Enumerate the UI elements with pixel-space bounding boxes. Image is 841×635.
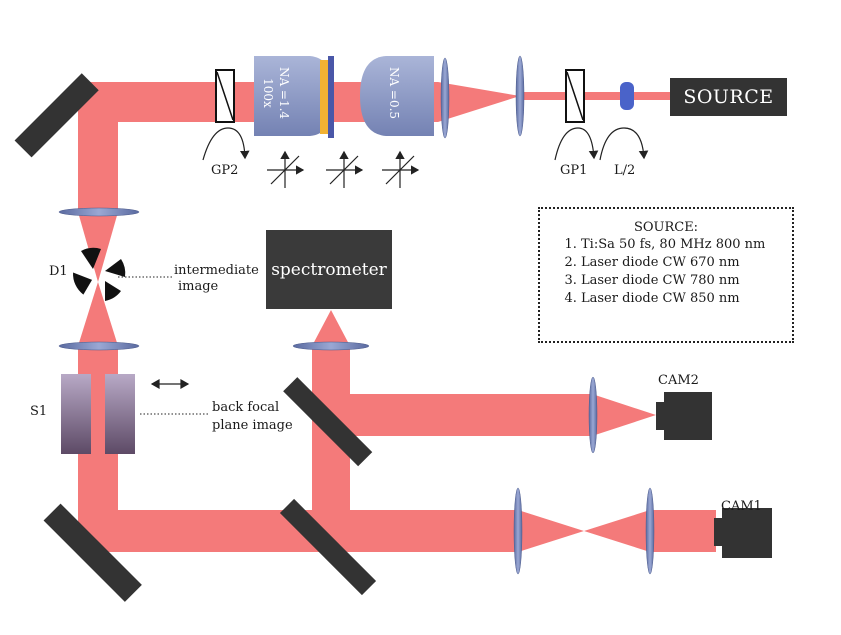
lens-spectrometer xyxy=(292,341,370,351)
legend-item-4: Laser diode CW 850 nm xyxy=(581,290,792,308)
lenses xyxy=(58,55,655,575)
beam-bottom-diverge xyxy=(584,510,650,552)
beam-bottom-converge xyxy=(518,510,584,552)
glan-polarizer-gp2 xyxy=(215,69,235,123)
label-intermediate-line1: intermediate xyxy=(174,263,259,278)
objective-right xyxy=(360,56,434,136)
beam-focus-top xyxy=(78,212,118,282)
gp1-rotation-arrow xyxy=(554,127,599,161)
spectrometer-box: spectrometer xyxy=(266,230,392,309)
legend-item-2: Laser diode CW 670 nm xyxy=(581,254,792,272)
lens-top-1 xyxy=(440,57,450,139)
slit-right-blade xyxy=(105,374,135,454)
label-cam2: CAM2 xyxy=(658,373,699,388)
lens-top-2 xyxy=(515,55,525,137)
mirror-bottom-left xyxy=(43,503,142,602)
lens-cam2 xyxy=(588,376,598,454)
label-s1: S1 xyxy=(30,404,48,419)
label-intermediate-line2: image xyxy=(178,279,219,294)
l2-rotation-arrow xyxy=(599,127,649,161)
objective-right-na-label: NA =0.5 xyxy=(387,66,401,120)
mirror-beamsplitter-upper xyxy=(283,377,373,467)
iris-d1 xyxy=(73,247,126,301)
objective-left-na-label: NA =1.4 xyxy=(277,66,291,120)
legend-list: Ti:Sa 50 fs, 80 MHz 800 nm Laser diode C… xyxy=(540,236,792,308)
beam-to-cam2 xyxy=(312,394,592,436)
beam-top-converge xyxy=(438,82,520,122)
camera-cam1 xyxy=(714,508,772,558)
lens-left-upper xyxy=(58,207,140,217)
pol-axis-2 xyxy=(326,150,364,188)
label-d1: D1 xyxy=(49,264,68,279)
legend-item-1: Ti:Sa 50 fs, 80 MHz 800 nm xyxy=(581,236,792,254)
sample-holder xyxy=(320,56,334,138)
gp2-rotation-arrow xyxy=(202,127,250,161)
slit-left-blade xyxy=(61,374,91,454)
glan-polarizer-gp1 xyxy=(565,69,585,123)
legend-item-3: Laser diode CW 780 nm xyxy=(581,272,792,290)
mirrors xyxy=(14,73,377,602)
lens-left-lower xyxy=(58,341,140,351)
beam-focus-bottom xyxy=(78,282,118,346)
label-back-focal-line1: back focal xyxy=(212,400,280,415)
source-box: SOURCE xyxy=(670,78,787,116)
mirror-top-left xyxy=(14,73,99,158)
beam-bottom-to-cam1 xyxy=(650,510,716,552)
beam-to-spectrometer xyxy=(312,310,350,346)
rotation-arrows xyxy=(202,127,649,161)
half-wave-plate xyxy=(620,82,634,110)
camera-cam2 xyxy=(656,392,712,440)
label-gp1: GP1 xyxy=(560,163,588,178)
beam-cam2-converge xyxy=(592,394,656,436)
pol-axis-3 xyxy=(382,150,420,188)
label-gp2: GP2 xyxy=(211,163,239,178)
label-cam1: CAM1 xyxy=(721,499,762,514)
lens-bottom-1 xyxy=(513,487,523,575)
slit-move-arrow xyxy=(150,378,190,390)
slit-s1 xyxy=(61,374,135,454)
label-l2: L/2 xyxy=(614,163,636,178)
objective-left-mag-label: 100x xyxy=(261,78,275,108)
beam-top-narrow xyxy=(520,92,672,100)
polarization-axes xyxy=(267,150,420,188)
lens-bottom-2 xyxy=(645,487,655,575)
pol-axis-1 xyxy=(267,150,305,188)
objective-left xyxy=(254,56,334,136)
label-back-focal-line2: plane image xyxy=(212,418,293,433)
source-legend-box: SOURCE: Ti:Sa 50 fs, 80 MHz 800 nm Laser… xyxy=(538,207,794,343)
mirror-beamsplitter-lower xyxy=(279,498,377,596)
legend-title: SOURCE: xyxy=(633,220,699,235)
